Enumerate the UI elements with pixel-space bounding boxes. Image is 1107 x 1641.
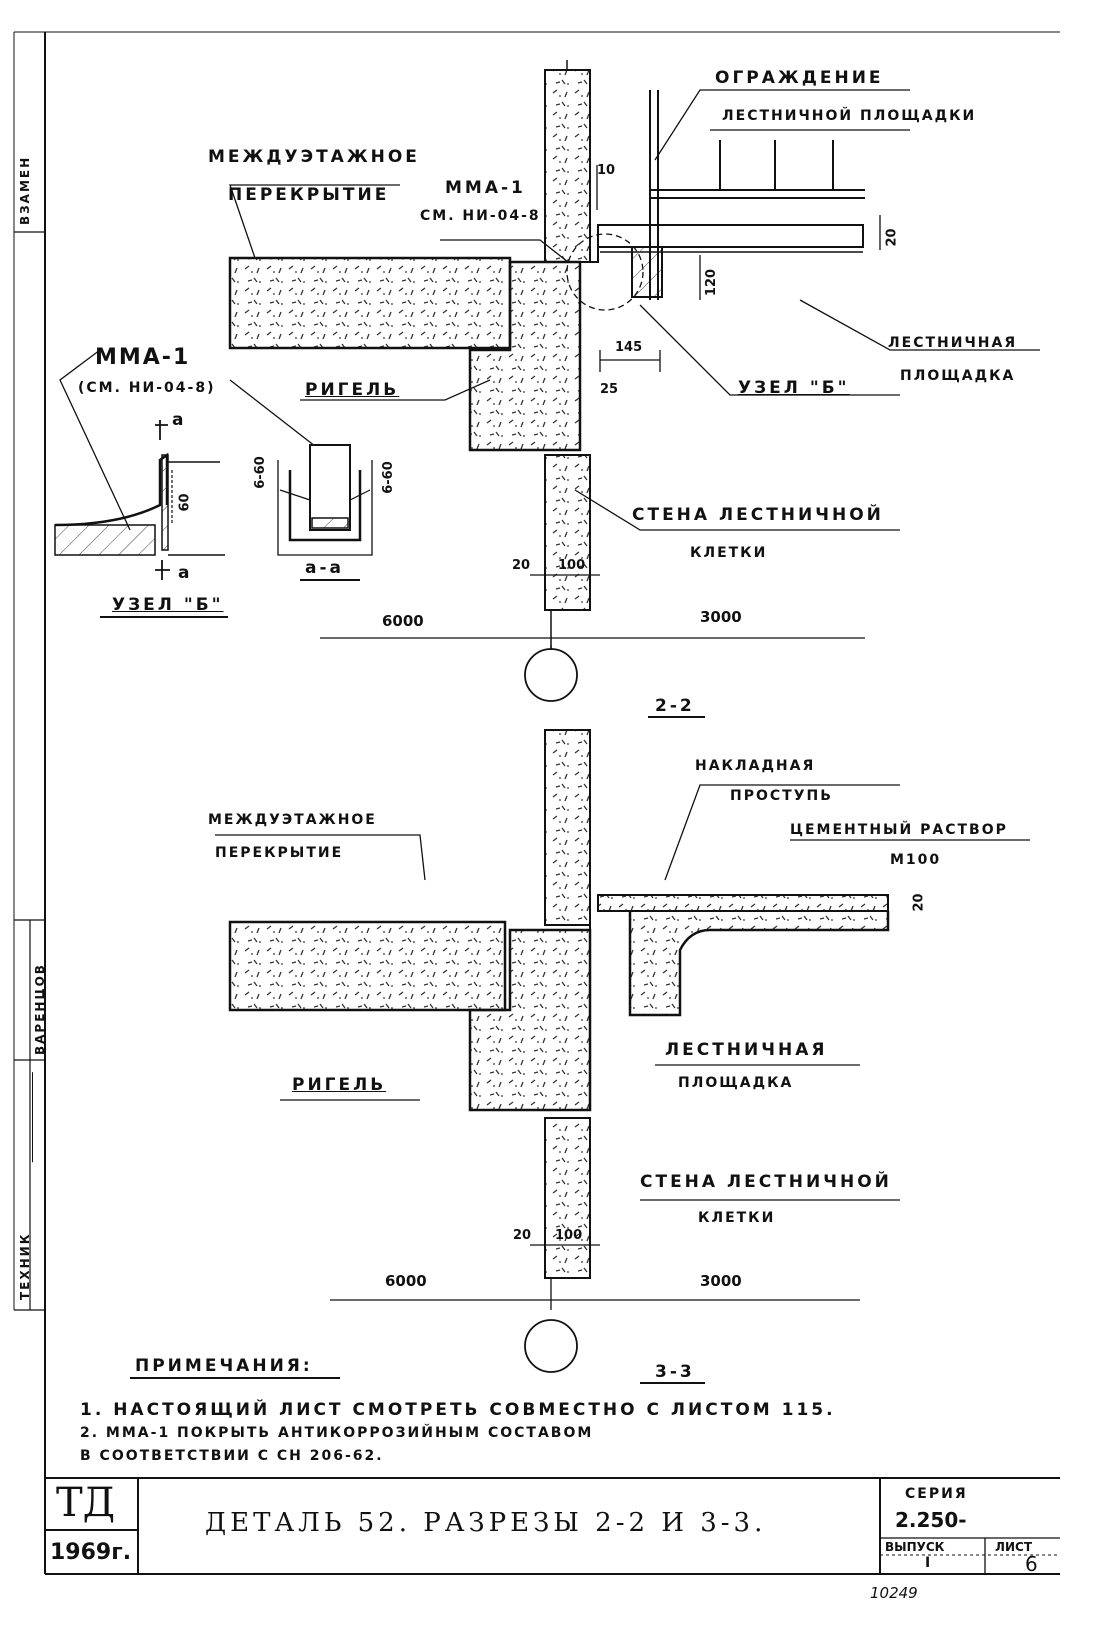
title-block-year: 1969г. [50, 1540, 132, 1565]
title-block-series-label: СЕРИЯ [905, 1486, 968, 1502]
upper-floor-label-2: ПЕРЕКРЫТИЕ [228, 185, 390, 205]
upper-node-ref: УЗЕЛ "Б" [738, 378, 850, 398]
upper-landing-label-1: ЛЕСТНИЧНАЯ [888, 335, 1018, 351]
node-b-detail [54, 349, 373, 618]
upper-wall [544, 60, 591, 650]
node-cut-top: а [172, 410, 187, 430]
upper-span [320, 637, 865, 718]
upper-dim-20b: 20 [512, 558, 531, 573]
lower-floor-slab [228, 920, 507, 1012]
upper-floor-slab [228, 256, 512, 350]
lower-dim-20-top: 20 [911, 893, 927, 912]
section-2-2-title: 2-2 [655, 696, 695, 716]
title-block-series-value: 2.250- [895, 1508, 967, 1532]
upper-landing [566, 224, 864, 311]
note-line-3: В СООТВЕТСТВИИ С СН 206-62. [80, 1448, 384, 1464]
node-cut-bottom: а [178, 563, 193, 583]
lower-dim-100: 100 [555, 1228, 583, 1243]
node-mma-label: ММА-1 [95, 345, 191, 370]
lower-floor-label-1: МЕЖДУЭТАЖНОЕ [208, 812, 377, 828]
archive-number: 10249 [870, 1584, 918, 1602]
railing-label-2: ЛЕСТНИЧНОЙ ПЛОЩАДКИ [722, 108, 977, 124]
lower-mortar-label: ЦЕМЕНТНЫЙ РАСТВОР [790, 822, 1008, 838]
lower-mortar-grade: М100 [890, 852, 942, 868]
lower-tread-label-2: ПРОСТУПЬ [730, 788, 833, 804]
lower-leaders [215, 784, 1030, 1246]
notes-heading: ПРИМЕЧАНИЯ: [135, 1356, 313, 1376]
upper-mma-label: ММА-1 [445, 178, 526, 198]
note-line-2: 2. ММА-1 ПОКРЫТЬ АНТИКОРРОЗИЙНЫМ СОСТАВО… [80, 1425, 594, 1441]
title-block-title: ДЕТАЛЬ 52. РАЗРЕЗЫ 2-2 И 3-3. [205, 1508, 767, 1538]
title-block-issue-value: I [925, 1555, 931, 1571]
upper-span-right: 3000 [700, 608, 742, 626]
lower-girder-label: РИГЕЛЬ [292, 1075, 387, 1095]
side-stamp-signature [32, 1067, 45, 1163]
node-section-title: а-а [305, 558, 344, 578]
lower-landing [597, 894, 890, 1017]
upper-dim-10: 10 [597, 163, 616, 178]
upper-leaders [229, 89, 1040, 576]
title-block-sheet-label: ЛИСТ [995, 1540, 1033, 1554]
lower-span-left: 6000 [385, 1272, 427, 1290]
upper-dim-25: 25 [600, 382, 619, 397]
upper-girder-label: РИГЕЛЬ [305, 380, 400, 400]
upper-railing [649, 90, 865, 300]
node-dim-6-60-left: 6-60 [252, 456, 268, 489]
node-dim-60: 60 [177, 493, 193, 512]
sheet-frame [13, 31, 1060, 1575]
side-stamp-replaced: ВЗАМЕН [18, 155, 32, 225]
side-stamp-cells [14, 231, 45, 1311]
side-stamp-surname: ВАРЕНЦОВ [33, 963, 47, 1055]
title-block-sheet-value: 6 [1025, 1552, 1038, 1576]
lower-landing-label-2: ПЛОЩАДКА [678, 1075, 794, 1091]
lower-dim-20: 20 [513, 1228, 532, 1243]
title-block-lines [45, 1477, 1060, 1574]
note-line-1: 1. НАСТОЯЩИЙ ЛИСТ СМОТРЕТЬ СОВМЕСТНО С Л… [80, 1400, 836, 1420]
upper-dim-145: 145 [615, 340, 643, 355]
lower-span [130, 1278, 860, 1384]
node-mma-ref: (СМ. НИ-04-8) [78, 380, 216, 396]
upper-dim-20: 20 [884, 228, 900, 247]
upper-wall-label-1: СТЕНА ЛЕСТНИЧНОЙ [632, 505, 884, 525]
title-block-issue-label: ВЫПУСК [885, 1540, 945, 1554]
section-3-3-title: 3-3 [655, 1362, 695, 1382]
lower-wall [544, 729, 591, 1279]
lower-floor-label-2: ПЕРЕКРЫТИЕ [215, 845, 344, 861]
node-dim-6-60-right: 6-60 [380, 461, 396, 494]
upper-dim-100: 100 [558, 558, 586, 573]
railing-label-1: ОГРАЖДЕНИЕ [715, 68, 884, 88]
upper-span-left: 6000 [382, 612, 424, 630]
upper-landing-label-2: ПЛОЩАДКА [900, 368, 1016, 384]
lower-tread-label-1: НАКЛАДНАЯ [695, 758, 816, 774]
title-block-org: ТД [56, 1480, 116, 1526]
upper-wall-label-2: КЛЕТКИ [690, 545, 768, 561]
lower-wall-label-2: КЛЕТКИ [698, 1210, 776, 1226]
lower-wall-label-1: СТЕНА ЛЕСТНИЧНОЙ [640, 1172, 892, 1192]
upper-floor-label-1: МЕЖДУЭТАЖНОЕ [208, 147, 420, 167]
node-title: УЗЕЛ "Б" [112, 595, 224, 615]
lower-landing-label-1: ЛЕСТНИЧНАЯ [665, 1040, 828, 1060]
upper-mma-ref: СМ. НИ-04-8 [420, 208, 541, 224]
upper-dim-120: 120 [704, 268, 720, 297]
lower-span-right: 3000 [700, 1272, 742, 1290]
side-stamp-technician: ТЕХНИК [18, 1232, 32, 1300]
